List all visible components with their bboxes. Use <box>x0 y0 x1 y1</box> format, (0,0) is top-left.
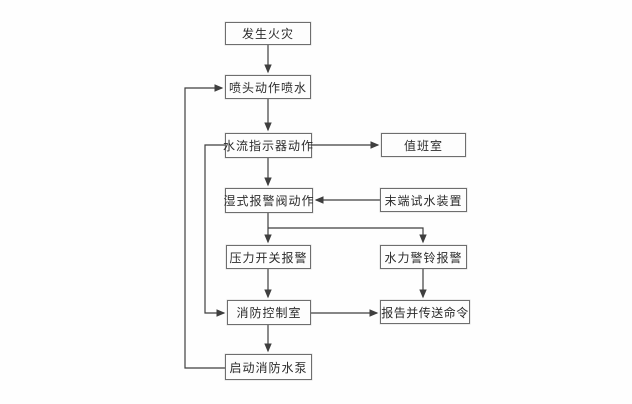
node-wet-alarm-valve: 湿式报警阀动作 <box>224 188 314 213</box>
edge-fire-pump-feedback-to-sprinkler <box>184 84 225 369</box>
node-fire-control-room: 消防控制室 <box>227 300 311 325</box>
node-duty-room: 值班室 <box>381 133 466 157</box>
edge-flow-indicator-feedback-to-control-room <box>204 144 226 317</box>
node-sprinkler: 喷头动作喷水 <box>225 75 311 99</box>
node-hydraulic-bell: 水力警铃报警 <box>380 245 467 269</box>
edge-wet-valve-to-hydraulic-bell <box>268 227 427 244</box>
node-report-command: 报告并传送命令 <box>380 300 470 324</box>
node-flow-indicator: 水流指示器动作 <box>223 133 313 158</box>
node-fire: 发生火灾 <box>225 22 311 45</box>
node-pressure-switch: 压力开关报警 <box>226 245 311 269</box>
node-start-fire-pump: 启动消防水泵 <box>225 354 312 380</box>
node-end-test-device: 末端试水装置 <box>380 188 467 212</box>
